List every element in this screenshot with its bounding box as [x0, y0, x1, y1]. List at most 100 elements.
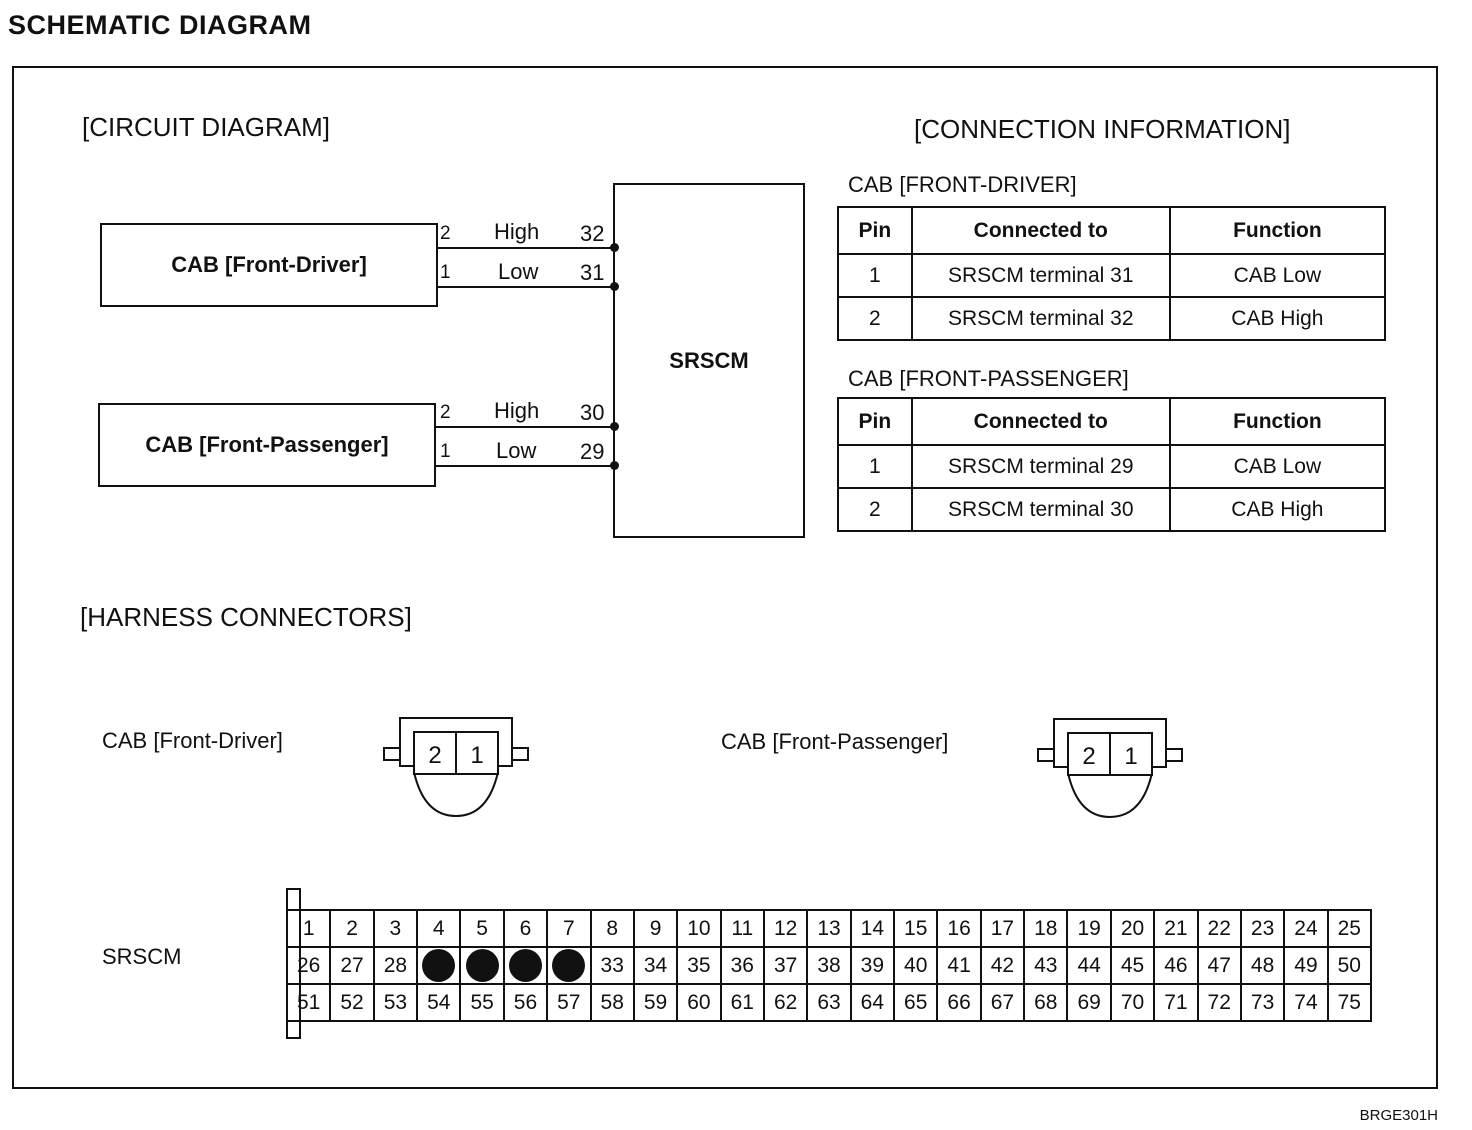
passenger-low-label: Low — [496, 438, 537, 463]
column-header: Pin — [837, 397, 913, 446]
srscm-pin-cell: 15 — [895, 911, 939, 948]
junction-dot — [610, 282, 619, 291]
table-cell: SRSCM terminal 31 — [910, 253, 1171, 298]
used-pin-marker — [465, 949, 499, 982]
table-row: 1 SRSCM terminal 29 CAB Low — [837, 444, 1387, 489]
srscm-pin-cell: 41 — [938, 948, 982, 985]
srscm-pin-cell: 19 — [1068, 911, 1112, 948]
table-cell: SRSCM terminal 29 — [910, 444, 1171, 489]
diagram-frame — [12, 66, 1438, 1089]
srscm-pin-cell: 51 — [288, 985, 332, 1022]
used-pin-marker — [552, 949, 586, 982]
srscm-pin-cell: 34 — [634, 948, 679, 985]
column-header: Pin — [837, 206, 913, 255]
table-row: 2 SRSCM terminal 32 CAB High — [837, 296, 1387, 341]
srscm-pin-cell: 75 — [1328, 985, 1372, 1022]
srscm-pin-cell: 53 — [374, 985, 419, 1022]
srscm-pin-cell: 36 — [721, 948, 765, 985]
driver-pin-2: 2 — [440, 223, 451, 244]
srscm-pin-cell: 9 — [634, 911, 679, 948]
srscm-pin-cell: 68 — [1025, 985, 1069, 1022]
srscm-pin-cell: 55 — [461, 985, 505, 1022]
table-cell: 1 — [837, 253, 913, 298]
connector-pin-label: 1 — [1124, 743, 1137, 770]
column-header: Function — [1168, 397, 1387, 446]
srscm-pin-cell: 28 — [374, 948, 419, 985]
srscm-pin-cell: 27 — [331, 948, 375, 985]
srscm-pin-cell: 57 — [548, 985, 592, 1022]
front-driver-connection-table: Pin Connected to Function 1 SRSCM termin… — [837, 206, 1387, 341]
connection-info-heading: [CONNECTION INFORMATION] — [914, 114, 1291, 144]
srscm-pin-cell: 65 — [895, 985, 939, 1022]
passenger-high-label: High — [494, 398, 540, 423]
srscm-module-box: SRSCM — [613, 183, 805, 538]
srscm-pin-cell: 3 — [374, 911, 419, 948]
srscm-used-pin-cell — [548, 948, 592, 985]
junction-dot — [610, 422, 619, 431]
srscm-pin-cell: 52 — [331, 985, 375, 1022]
driver-pin-1: 1 — [440, 262, 451, 283]
harness-connectors-heading: [HARNESS CONNECTORS] — [80, 602, 412, 632]
srscm-pin-cell: 12 — [764, 911, 809, 948]
srscm-terminal-32: 32 — [580, 221, 605, 246]
srscm-pin-cell: 60 — [678, 985, 722, 1022]
used-pin-marker — [508, 949, 542, 982]
circuit-diagram-heading: [CIRCUIT DIAGRAM] — [82, 112, 330, 142]
srscm-pin-cell: 49 — [1285, 948, 1329, 985]
front-passenger-table-title: CAB [FRONT-PASSENGER] — [848, 366, 1129, 391]
srscm-pin-cell: 61 — [721, 985, 765, 1022]
srscm-pin-cell: 38 — [808, 948, 852, 985]
wire-passenger-high — [436, 426, 614, 428]
srscm-pin-cell: 23 — [1241, 911, 1286, 948]
table-cell: CAB High — [1168, 296, 1387, 341]
passenger-pin-2: 2 — [440, 402, 451, 423]
table-cell: CAB Low — [1168, 444, 1387, 489]
srscm-pin-cell: 66 — [938, 985, 982, 1022]
table-row: 1 SRSCM terminal 31 CAB Low — [837, 253, 1387, 298]
srscm-pin-cell: 67 — [981, 985, 1026, 1022]
srscm-pin-cell: 18 — [1025, 911, 1069, 948]
srscm-pin-cell: 6 — [504, 911, 549, 948]
junction-dot — [610, 243, 619, 252]
srscm-pin-cell: 8 — [591, 911, 635, 948]
front-passenger-connector-icon: 2 1 — [1037, 718, 1183, 819]
srscm-pin-cell: 14 — [851, 911, 896, 948]
srscm-used-pin-cell — [418, 948, 462, 985]
srscm-pin-cell: 40 — [895, 948, 939, 985]
used-pin-marker — [422, 949, 456, 982]
srscm-pin-cell: 24 — [1285, 911, 1329, 948]
front-driver-table-title: CAB [FRONT-DRIVER] — [848, 172, 1077, 197]
srscm-pin-cell: 48 — [1241, 948, 1286, 985]
wire-passenger-low — [436, 465, 614, 467]
table-cell: SRSCM terminal 32 — [910, 296, 1171, 341]
passenger-pin-1: 1 — [440, 441, 451, 462]
srscm-pin-cell: 1 — [288, 911, 332, 948]
table-cell: 1 — [837, 444, 913, 489]
srscm-pin-cell: 44 — [1068, 948, 1112, 985]
front-driver-connector-label: CAB [Front-Driver] — [102, 728, 283, 753]
srscm-pin-cell: 64 — [851, 985, 896, 1022]
srscm-pin-cell: 25 — [1328, 911, 1372, 948]
srscm-pin-cell: 45 — [1111, 948, 1156, 985]
srscm-pin-cell: 5 — [461, 911, 505, 948]
srscm-pin-cell: 20 — [1111, 911, 1156, 948]
srscm-pin-cell: 58 — [591, 985, 635, 1022]
srscm-pin-cell: 43 — [1025, 948, 1069, 985]
srscm-pin-cell: 4 — [418, 911, 462, 948]
column-header: Connected to — [910, 206, 1171, 255]
srscm-pin-cell: 56 — [504, 985, 549, 1022]
wire-driver-low — [436, 286, 614, 288]
srscm-pin-cell: 73 — [1241, 985, 1286, 1022]
srscm-used-pin-cell — [504, 948, 549, 985]
srscm-pin-cell: 69 — [1068, 985, 1112, 1022]
srscm-pin-cell: 26 — [288, 948, 332, 985]
table-header-row: Pin Connected to Function — [837, 206, 1387, 255]
wire-driver-high — [436, 247, 614, 249]
table-cell: CAB High — [1168, 487, 1387, 532]
connector-pin-label: 2 — [1082, 743, 1095, 770]
srscm-terminal-30: 30 — [580, 400, 605, 425]
cab-front-driver-box: CAB [Front-Driver] — [100, 223, 438, 307]
srscm-pin-cell: 50 — [1328, 948, 1372, 985]
srscm-pin-cell: 42 — [981, 948, 1026, 985]
